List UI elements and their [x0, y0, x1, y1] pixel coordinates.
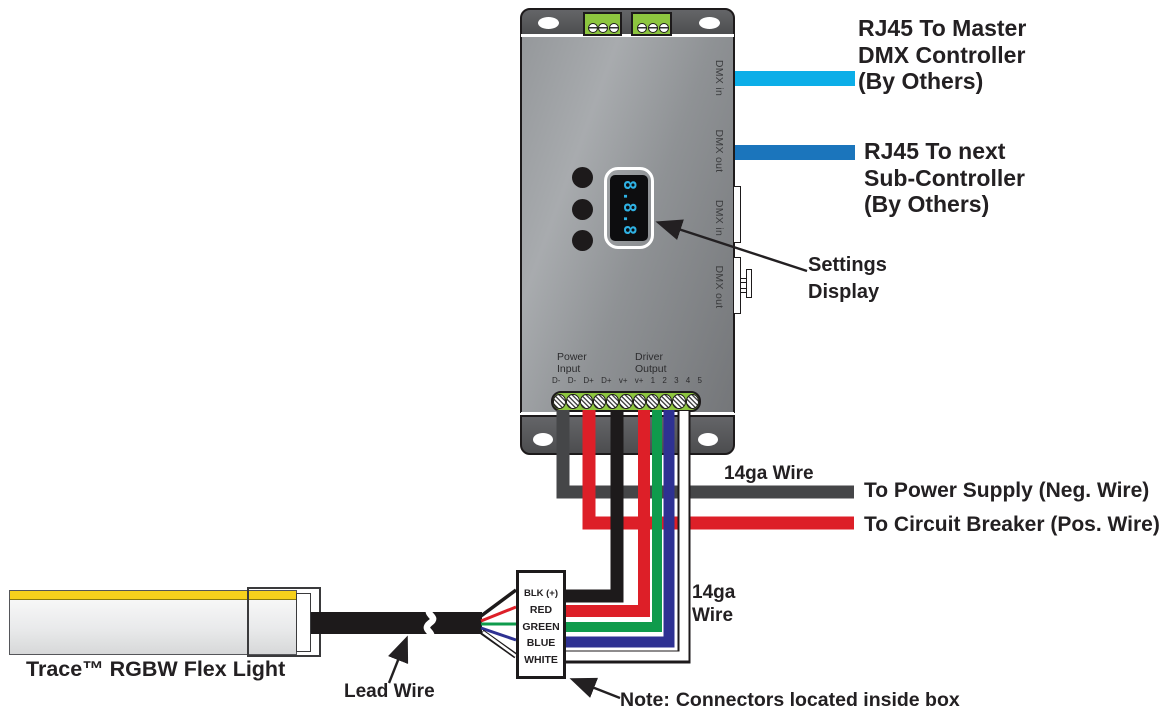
label-settings-display: Settings Display [808, 252, 887, 306]
rj45-next-line1: RJ45 To next [864, 138, 1006, 164]
flex-light-yellow-stripe [10, 591, 296, 600]
settings-display-line2: Display [808, 281, 880, 303]
dmx-port-label: DMX in [713, 59, 725, 97]
note-text: Connectors located inside box [675, 689, 960, 711]
rj45-next-line3: (By Others) [864, 191, 990, 217]
fan-wire-black [479, 588, 518, 618]
label-power-supply: To Power Supply (Neg. Wire) [864, 479, 1150, 502]
separator-line [521, 34, 734, 37]
terminal-label: v+ [634, 376, 644, 385]
label-note: Note:Connectors located inside box [620, 689, 960, 712]
connector-label-white: WHITE [524, 653, 558, 666]
terminal-screw-icon [685, 394, 699, 409]
rj45-port [733, 186, 741, 243]
terminal-label: D+ [583, 376, 594, 385]
wire-gauge-bottom-line2: Wire [692, 604, 734, 626]
dmx-port-label: DMX out [713, 129, 725, 173]
mounting-hole [698, 433, 718, 446]
label-wire-gauge-top: 14ga Wire [724, 463, 814, 484]
lead-wire [311, 612, 482, 634]
dmx-out-wire [735, 145, 855, 160]
terminal-screw-icon [588, 23, 598, 33]
terminal-screw-icon [632, 394, 646, 409]
terminal-screw-icon [592, 394, 607, 409]
terminal-label: D+ [601, 376, 612, 385]
terminal-screw-icon [645, 394, 660, 409]
connector-label-blue: BLUE [526, 637, 556, 650]
fan-wire-white-outline [480, 629, 518, 659]
top-terminal-block [631, 12, 672, 36]
mounting-hole [533, 433, 553, 446]
settings-button [572, 230, 593, 251]
power-input-label: Power Input [557, 351, 587, 375]
terminal-screw-icon [672, 394, 686, 409]
label-lead-wire: Lead Wire [344, 681, 435, 702]
connector-label-green: GREEN [522, 620, 560, 633]
label-rj45-master: RJ45 To Master DMX Controller (By Others… [858, 15, 1026, 95]
connector-label-blk: BLK (+) [523, 588, 559, 599]
settings-display [604, 167, 654, 249]
terminal-screw-icon [579, 394, 593, 409]
label-rj45-next: RJ45 To next Sub-Controller (By Others) [864, 138, 1025, 218]
rj45-port [733, 257, 741, 314]
terminal-screw-icon [553, 394, 567, 409]
terminal-label: 2 [662, 376, 667, 385]
port-clip-icon [746, 269, 752, 298]
arrow-lead-wire [387, 635, 409, 684]
terminal-screw-icon [659, 394, 673, 409]
power-input-line1: Power [557, 351, 587, 363]
mounting-hole [699, 17, 720, 29]
rj45-master-line2: DMX Controller [858, 41, 1026, 68]
connector-label-red: RED [529, 604, 553, 617]
terminal-label: 1 [650, 376, 656, 385]
driver-output-line1: Driver [635, 351, 663, 363]
terminal-screw-icon [648, 23, 658, 33]
settings-button [572, 167, 593, 188]
label-wire-gauge-bottom: 14ga Wire [692, 582, 735, 627]
display-screen [610, 175, 648, 241]
top-terminal-block [583, 12, 622, 36]
arrow-note [569, 677, 621, 700]
driver-output-label: Driver Output [635, 351, 667, 375]
display-value: 8.8.8 [619, 179, 639, 237]
rj45-next-line2: Sub-Controller [864, 164, 1025, 191]
fan-wire-blue [480, 626, 517, 642]
terminal-label: v+ [618, 376, 628, 385]
terminal-label: D- [552, 376, 561, 385]
label-circuit-breaker: To Circuit Breaker (Pos. Wire) [864, 513, 1160, 536]
dmx-port-label: DMX in [713, 199, 725, 237]
terminal-labels: D- D- D+ D+ v+ v+ 1 2 3 4 5 [552, 376, 702, 385]
flex-light-end-plug [296, 593, 311, 652]
terminal-label: 4 [685, 376, 691, 385]
terminal-label: 5 [697, 376, 702, 385]
wire-gauge-bottom-line1: 14ga [692, 582, 736, 603]
note-bold: Note: [620, 689, 670, 711]
terminal-screw-icon [566, 394, 580, 409]
rj45-master-line3: (By Others) [858, 68, 984, 94]
terminal-screw-icon [606, 394, 620, 409]
settings-button [572, 199, 593, 220]
fan-wire-red [480, 605, 517, 623]
label-flex-light: Trace™ RGBW Flex Light [26, 657, 286, 681]
fan-wire-white [482, 630, 517, 658]
settings-display-line1: Settings [808, 254, 887, 276]
dmx-port-label: DMX out [713, 265, 725, 309]
terminal-label: D- [567, 376, 577, 385]
terminal-screw-icon [619, 394, 633, 409]
flex-light-bar [9, 590, 297, 655]
terminal-screw-icon [659, 23, 669, 33]
power-input-line2: Input [557, 362, 581, 375]
connector-box: BLK (+) RED GREEN BLUE WHITE [516, 570, 566, 679]
driver-output-line2: Output [635, 362, 667, 375]
terminal-screw-icon [609, 23, 619, 33]
rj45-master-line1: RJ45 To Master [858, 15, 1027, 41]
terminal-screw-icon [637, 23, 647, 33]
terminal-screw-icon [598, 23, 608, 33]
terminal-label: 3 [674, 376, 679, 385]
mounting-hole [538, 17, 559, 29]
bottom-terminal-strip [551, 391, 701, 412]
dmx-in-wire [735, 71, 855, 86]
